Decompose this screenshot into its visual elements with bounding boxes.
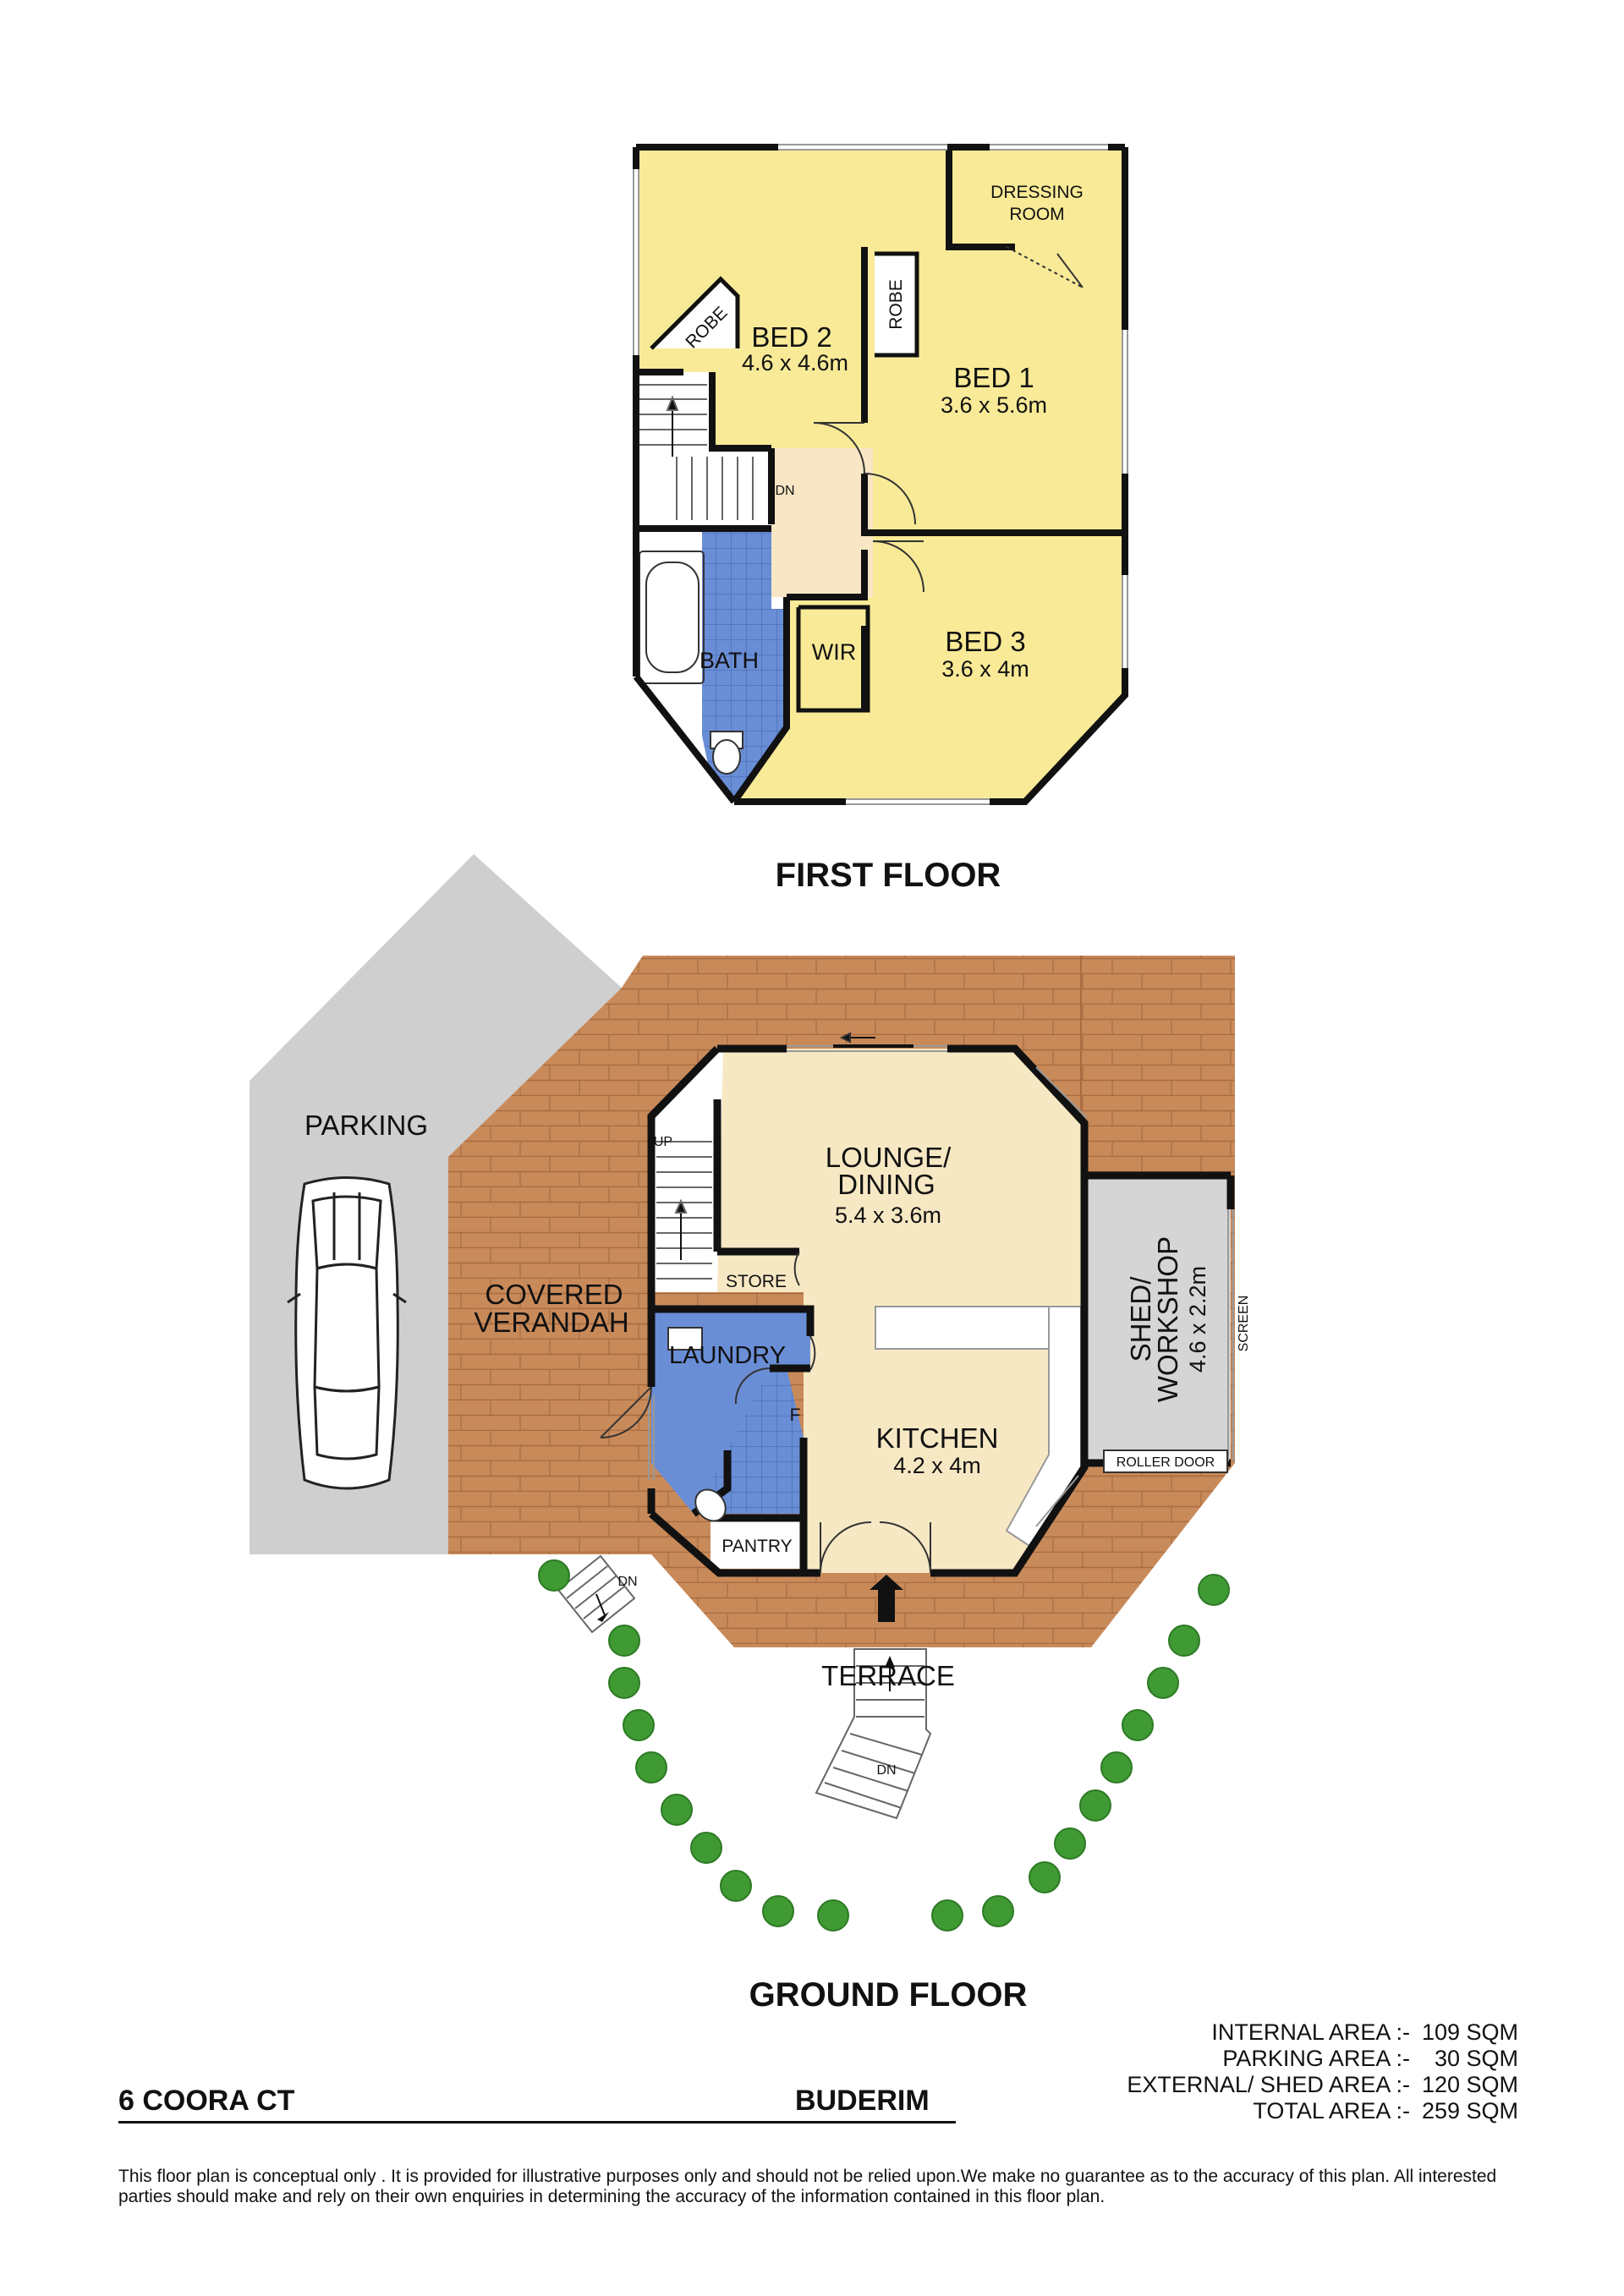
kitchen-bench: [875, 1306, 1050, 1350]
bath-tub: [645, 562, 700, 673]
roller-door-box: [1103, 1449, 1228, 1473]
bed1-floor: [864, 247, 1125, 531]
roller-door-label: ROLLER DOOR: [1116, 1455, 1215, 1470]
toilet-icon: [710, 731, 743, 775]
screen-label: SCREEN: [1237, 1296, 1251, 1352]
dressing-room-label-1: DRESSING: [990, 183, 1084, 202]
ground-wc-floor: [694, 1368, 804, 1514]
front-steps-dn-label: DN: [876, 1763, 896, 1778]
bed2-dimensions: 4.6 x 4.6m: [742, 350, 848, 375]
first-floor-title: FIRST FLOOR: [776, 857, 1001, 894]
area-separator: :-: [1396, 2019, 1410, 2045]
shrubs: [538, 1559, 1230, 1932]
first-floor: DRESSING ROOM BED 2 4.6 x 4.6m BED 1 3.6…: [633, 144, 1128, 894]
area-value: 259 SQM: [1421, 2098, 1518, 2123]
bed3-label: BED 3: [945, 626, 1025, 657]
pantry-label: PANTRY: [721, 1537, 792, 1556]
stair-store-floor: [651, 1049, 723, 1292]
shed-dimensions: 4.6 x 2.2m: [1185, 1266, 1210, 1373]
first-floor-windows: [633, 144, 1128, 805]
area-table: INTERNAL AREA :- 109 SQM PARKING AREA :-…: [1127, 2019, 1518, 2124]
first-floor-stair-treads: [639, 384, 754, 520]
area-value: 109 SQM: [1421, 2019, 1518, 2045]
ground-stair-treads: [656, 1141, 712, 1280]
area-separator: :-: [1396, 2072, 1410, 2097]
wir-floor: [798, 607, 868, 699]
footer-underline: [118, 2121, 956, 2123]
lounge-label-1: LOUNGE/: [826, 1142, 952, 1173]
bath-label: BATH: [700, 648, 759, 673]
laundry-label: LAUNDRY: [669, 1342, 786, 1369]
side-steps: [557, 1554, 636, 1634]
shed-workshop-area: [1087, 1175, 1231, 1463]
dressing-room-floor: [949, 147, 1125, 247]
ground-floor-doors: [600, 1032, 931, 1574]
car-icon: [287, 1176, 407, 1490]
area-label: EXTERNAL/ SHED AREA: [1127, 2072, 1391, 2097]
ground-floor-title: GROUND FLOOR: [749, 1976, 1028, 2014]
shed-label-2: WORKSHOP: [1152, 1236, 1183, 1402]
area-label: TOTAL AREA: [1253, 2098, 1391, 2123]
verandah-label-2: VERANDAH: [474, 1307, 628, 1338]
ground-toilet-icon: [667, 1327, 727, 1522]
side-steps-dn-label: DN: [617, 1575, 637, 1589]
stair-up-label: UP: [654, 1135, 672, 1149]
laundry-floor: [651, 1309, 810, 1514]
shed-label-1: SHED/: [1125, 1276, 1156, 1362]
bed1-dimensions: 3.6 x 5.6m: [941, 392, 1047, 418]
bed2-label: BED 2: [751, 321, 831, 353]
terrace-label: TERRACE: [821, 1660, 955, 1691]
robe-bed2: [651, 279, 738, 348]
ground-floor-windows: [648, 1045, 1234, 1527]
dressing-room-label-2: ROOM: [1009, 205, 1064, 224]
area-row: PARKING AREA :- 30 SQM: [1127, 2046, 1518, 2072]
entry-arrow-icon: [870, 1575, 903, 1622]
lounge-dimensions: 5.4 x 3.6m: [835, 1203, 941, 1228]
area-separator: :-: [1396, 2046, 1410, 2071]
area-value: 30 SQM: [1434, 2046, 1518, 2071]
ground-floor: PARKING COVERED VERANDAH LOUNGE/ DINING …: [250, 854, 1251, 2014]
wir-label: WIR: [812, 639, 856, 665]
area-row: TOTAL AREA :- 259 SQM: [1127, 2098, 1518, 2124]
area-summary: INTERNAL AREA :- 109 SQM PARKING AREA :-…: [1127, 2019, 1518, 2124]
area-row: INTERNAL AREA :- 109 SQM: [1127, 2019, 1518, 2046]
parking-label: PARKING: [304, 1110, 428, 1141]
front-steps: [815, 1648, 932, 1820]
property-address: 6 COORA CT: [118, 2085, 295, 2117]
kitchen-label: KITCHEN: [876, 1422, 999, 1454]
robe-bed1-label: ROBE: [886, 279, 906, 330]
bed1-label: BED 1: [953, 362, 1034, 393]
area-row: EXTERNAL/ SHED AREA :- 120 SQM: [1127, 2072, 1518, 2098]
hallway-floor: [771, 448, 873, 597]
store-label: STORE: [726, 1272, 787, 1291]
area-separator: :-: [1396, 2098, 1410, 2123]
lounge-label-2: DINING: [837, 1169, 935, 1200]
property-suburb: BUDERIM: [795, 2085, 930, 2117]
kitchen-dimensions: 4.2 x 4m: [893, 1453, 981, 1478]
area-value: 120 SQM: [1421, 2072, 1518, 2097]
area-label: INTERNAL AREA: [1211, 2019, 1391, 2045]
first-floor-stair-dn-label: DN: [775, 484, 794, 498]
first-floor-doors: [813, 246, 1084, 593]
pantry-floor: [710, 1518, 804, 1569]
robe-bed1: [875, 254, 917, 355]
fridge-label: F: [790, 1406, 801, 1425]
bed3-dimensions: 3.6 x 4m: [941, 656, 1029, 682]
area-label: PARKING AREA: [1222, 2046, 1391, 2071]
disclaimer-text: This floor plan is conceptual only . It …: [118, 2167, 1497, 2206]
verandah-label-1: COVERED: [485, 1279, 623, 1310]
